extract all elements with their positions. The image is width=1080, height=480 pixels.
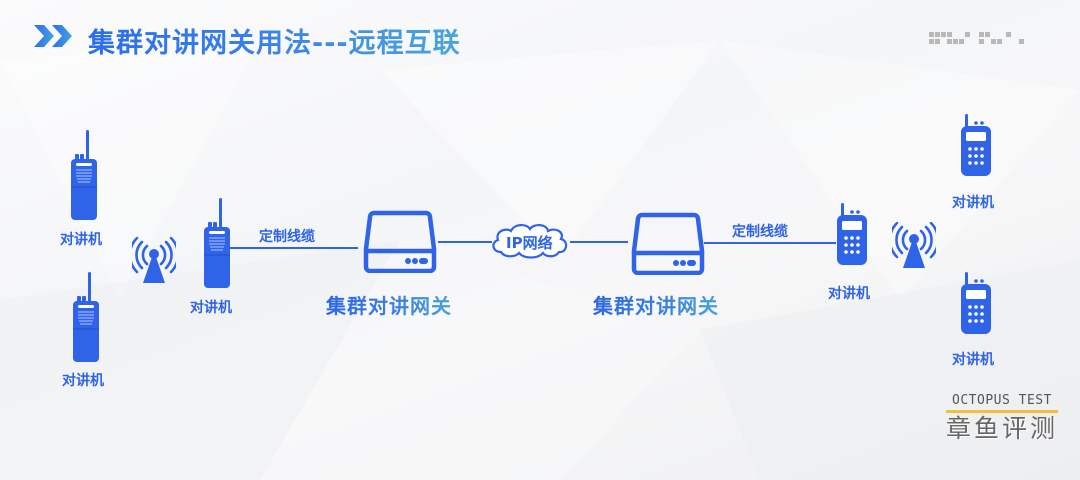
radio-label-left-connected: 对讲机 xyxy=(190,300,232,316)
right-network-line xyxy=(570,241,628,243)
handheld-radio-keypad-icon xyxy=(959,114,993,176)
gateway-device-icon xyxy=(630,211,706,275)
network-label: IP网络 xyxy=(506,234,553,252)
left-cable-label: 定制线缆 xyxy=(259,229,315,245)
signal-tower-icon xyxy=(892,222,936,268)
walkie-talkie-icon xyxy=(71,272,101,362)
left-cable-line xyxy=(228,247,358,249)
signal-tower-icon xyxy=(132,237,176,283)
right-cable-label: 定制线缆 xyxy=(732,224,788,240)
left-gateway-label: 集群对讲网关 xyxy=(326,290,452,319)
radio-label-left-bottom: 对讲机 xyxy=(62,373,104,389)
decorative-pixel-pattern xyxy=(929,32,1024,44)
cloud-icon xyxy=(492,224,568,259)
handheld-radio-keypad-icon xyxy=(959,272,993,334)
watermark-logo: OCTOPUS TEST 章鱼评测 xyxy=(946,393,1058,443)
handheld-radio-keypad-icon xyxy=(835,203,869,265)
radio-label-right-top: 对讲机 xyxy=(952,195,994,211)
radio-label-right-connected: 对讲机 xyxy=(828,286,870,302)
watermark-chinese: 章鱼评测 xyxy=(946,414,1059,443)
watermark-english: OCTOPUS TEST xyxy=(952,393,1052,408)
walkie-talkie-icon xyxy=(202,198,232,288)
radio-label-left-top: 对讲机 xyxy=(60,232,102,248)
left-network-line xyxy=(438,241,492,243)
radio-label-right-bottom: 对讲机 xyxy=(952,352,994,368)
gateway-device-icon xyxy=(362,209,438,273)
right-cable-line xyxy=(704,242,836,244)
double-chevron-right-icon xyxy=(34,25,72,47)
right-gateway-label: 集群对讲网关 xyxy=(593,290,719,319)
walkie-talkie-icon xyxy=(69,130,99,220)
watermark-underline xyxy=(946,410,1058,413)
page-title: 集群对讲网关用法---远程互联 xyxy=(88,21,461,60)
